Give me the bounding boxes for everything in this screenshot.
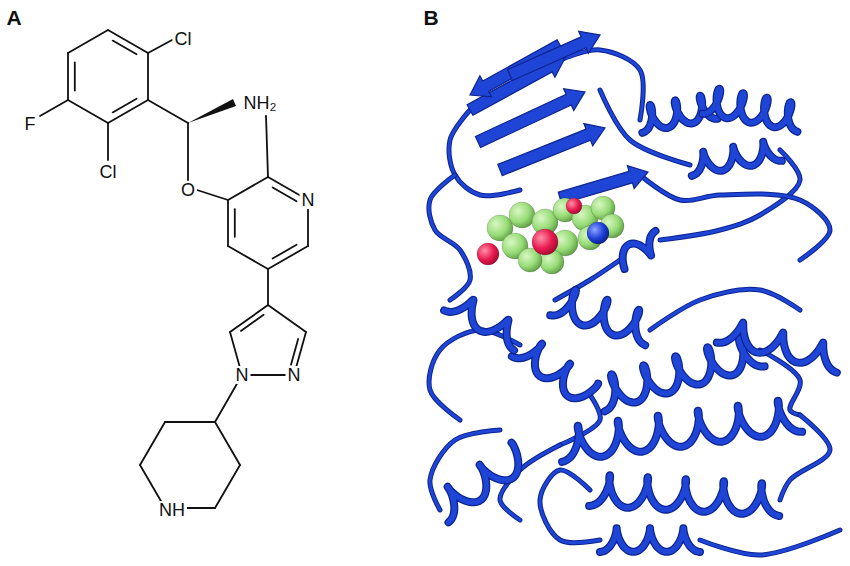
alpha-helix <box>605 338 765 411</box>
chemical-bond <box>215 465 240 508</box>
loop <box>555 260 620 300</box>
alpha-helix <box>623 231 656 269</box>
loop-outline <box>555 260 620 300</box>
chemical-bond <box>68 30 108 53</box>
chemical-bond <box>267 269 269 305</box>
alpha-helix <box>717 323 837 373</box>
chemical-bond <box>241 315 264 331</box>
loop-outline <box>700 530 840 555</box>
ligand-atom-sphere <box>532 229 558 255</box>
helix-outline <box>512 344 598 399</box>
chemical-bond <box>68 100 108 123</box>
wedge-bond <box>188 99 236 123</box>
chemical-bond <box>148 40 172 53</box>
chemical-bond <box>230 305 268 332</box>
beta-strand <box>498 124 605 176</box>
atom-label: F <box>23 115 38 133</box>
atom-label: O <box>179 181 197 199</box>
helix-outline <box>702 89 797 132</box>
atom-label: N <box>234 366 251 384</box>
helix-outline <box>692 142 782 176</box>
chemical-structure <box>40 30 308 508</box>
atom-label: Cl <box>173 30 194 48</box>
loop <box>640 175 830 260</box>
loop-outline <box>640 175 830 260</box>
atom-label: NH₂ <box>242 94 279 112</box>
chemical-bond <box>40 100 68 116</box>
alpha-helix <box>589 475 779 516</box>
alpha-helix <box>692 142 782 176</box>
ligand-atom-sphere <box>509 202 535 228</box>
loop-outline <box>560 50 643 120</box>
chemical-bond <box>228 177 268 200</box>
chemical-bond <box>273 187 297 201</box>
chemical-bond <box>268 305 306 332</box>
chemical-bond <box>148 100 188 123</box>
alpha-helix <box>702 89 797 132</box>
chemical-bond <box>227 200 229 246</box>
chemical-bond <box>113 41 137 55</box>
helix-outline <box>623 231 656 269</box>
beta-strand <box>508 31 600 80</box>
loop <box>650 289 800 330</box>
helix-outline <box>550 290 645 345</box>
loop <box>429 175 470 300</box>
helix-outline <box>717 323 837 373</box>
helix-outline <box>444 300 514 351</box>
panel-letter: B <box>421 7 440 28</box>
chemical-bond <box>165 421 215 423</box>
helix-outline <box>589 475 779 516</box>
alpha-helix <box>444 300 514 351</box>
loop <box>560 50 643 120</box>
atom-label: N <box>286 366 303 384</box>
atom-label: NH <box>157 501 187 519</box>
helix-outline <box>605 338 765 411</box>
atom-label: Cl <box>98 163 119 181</box>
chemical-bond <box>197 190 228 200</box>
loop <box>700 530 840 555</box>
chemical-bond <box>67 53 69 100</box>
alpha-helix <box>600 528 700 552</box>
chemical-bond <box>291 339 298 365</box>
chemical-bond <box>74 62 76 90</box>
chemical-bond <box>266 116 268 177</box>
helix-outline <box>448 443 519 523</box>
loop-outline <box>650 289 800 330</box>
alpha-helix <box>550 290 645 345</box>
chemical-bond <box>187 123 189 180</box>
ligand-atom-sphere <box>566 198 582 214</box>
chemical-bond <box>273 245 297 259</box>
chemical-bond <box>215 422 240 465</box>
chemical-bond <box>107 123 109 160</box>
chemical-bond <box>113 99 137 113</box>
chemical-bond <box>234 209 236 236</box>
alpha-helix <box>448 443 519 523</box>
alpha-helix <box>512 344 598 399</box>
atom-label: N <box>300 191 317 209</box>
chemical-bond <box>140 422 165 465</box>
chemical-bond <box>147 53 149 100</box>
protein-ribbon <box>429 31 840 555</box>
ligand-atom-sphere <box>587 222 609 244</box>
chemical-bond <box>228 246 268 269</box>
alpha-helix <box>562 401 802 462</box>
loop-outline <box>429 175 470 300</box>
ligand-atom-sphere <box>477 243 499 265</box>
helix-outline <box>562 401 802 462</box>
panel-letter: A <box>4 7 23 28</box>
helix-outline <box>600 528 700 552</box>
